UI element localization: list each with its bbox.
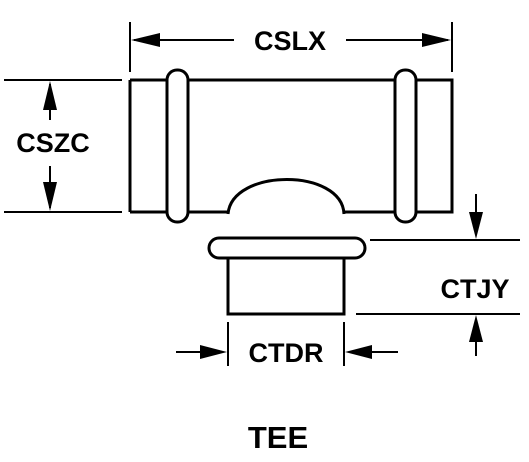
dimension-ctdr: CTDR: [176, 338, 398, 368]
arrowhead-down-icon: [469, 212, 483, 239]
left-bead-ring: [165, 68, 190, 224]
dimension-label-ctdr: CTDR: [249, 338, 324, 368]
arrowhead-right-icon: [200, 345, 227, 359]
dimension-label-ctjy: CTJY: [440, 274, 509, 304]
arrowhead-right-icon: [422, 33, 451, 47]
dimension-label-cszc: CSZC: [16, 128, 90, 158]
arrowhead-up-icon: [43, 81, 57, 110]
diagram-title: TEE: [248, 420, 308, 455]
arrowhead-down-icon: [43, 182, 57, 211]
arrowhead-up-icon: [469, 315, 483, 342]
branch-dome: [226, 178, 346, 215]
dimension-cslx: CSLX: [131, 26, 451, 56]
branch-bead-ring: [207, 236, 367, 260]
arrowhead-left-icon: [345, 345, 372, 359]
arrowhead-left-icon: [131, 33, 160, 47]
dimension-cszc: CSZC: [16, 81, 90, 211]
dimension-label-cslx: CSLX: [254, 26, 326, 56]
right-bead-ring: [393, 68, 418, 224]
dimension-ctjy: CTJY: [440, 194, 510, 356]
extension-lines: [4, 22, 520, 366]
